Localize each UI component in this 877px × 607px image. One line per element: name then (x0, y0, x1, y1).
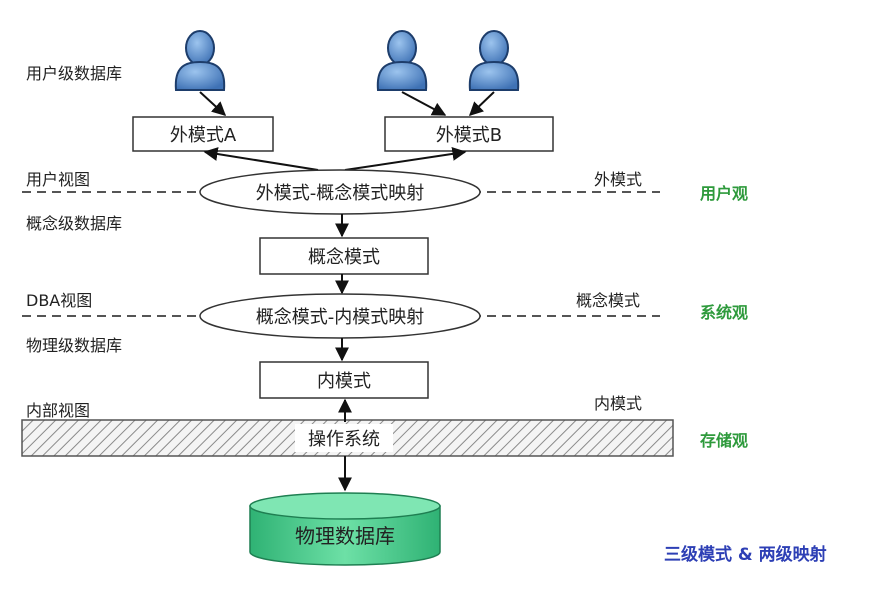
right-external-label: 外模式 (594, 170, 643, 189)
internal-schema-label: 内模式 (317, 371, 371, 392)
arrow-mapping-to-external-a (203, 147, 319, 171)
right-internal-label: 内模式 (594, 394, 643, 413)
os-label: 操作系统 (308, 429, 380, 450)
arrow-user-to-external-b (401, 91, 447, 116)
right-conceptual-label: 概念模式 (576, 291, 641, 310)
user-icon (174, 30, 226, 91)
arrow-mapping-to-external-b (344, 146, 467, 171)
physical-database-label: 物理数据库 (295, 523, 395, 548)
physical-database-cylinder (249, 492, 441, 566)
user-db-label: 用户级数据库 (26, 64, 123, 83)
user-view-label: 用户视图 (26, 170, 91, 189)
physical-db-level-label: 物理级数据库 (26, 336, 123, 355)
external-schema-b-box (384, 116, 554, 152)
user-view-tag: 用户观 (700, 184, 749, 203)
storage-view-tag: 存储观 (700, 431, 749, 450)
system-view-tag: 系统观 (700, 303, 749, 322)
external-schema-a-label: 外模式A (169, 125, 237, 146)
external-schema-b-label: 外模式B (435, 125, 503, 146)
diagram-caption: 三级模式 & 两级映射 (664, 545, 827, 565)
conceptual-internal-mapping-label: 概念模式-内模式映射 (255, 307, 425, 328)
dba-view-label: DBA视图 (26, 291, 93, 310)
external-conceptual-mapping-ellipse (199, 169, 481, 215)
user-icon (468, 30, 520, 91)
external-conceptual-mapping-label: 外模式-概念模式映射 (255, 183, 425, 204)
arrow-user-to-external-b (468, 91, 495, 116)
user-icon (376, 30, 428, 91)
external-schema-a-box (132, 116, 274, 152)
conceptual-schema-box (259, 237, 429, 275)
concept-db-label: 概念级数据库 (26, 214, 123, 233)
conceptual-internal-mapping-ellipse (199, 293, 481, 339)
conceptual-schema-label: 概念模式 (308, 247, 380, 268)
internal-view-label: 内部视图 (26, 401, 91, 420)
internal-schema-box (259, 361, 429, 399)
os-label-box (295, 424, 393, 452)
arrow-user-to-external-a (199, 91, 227, 116)
